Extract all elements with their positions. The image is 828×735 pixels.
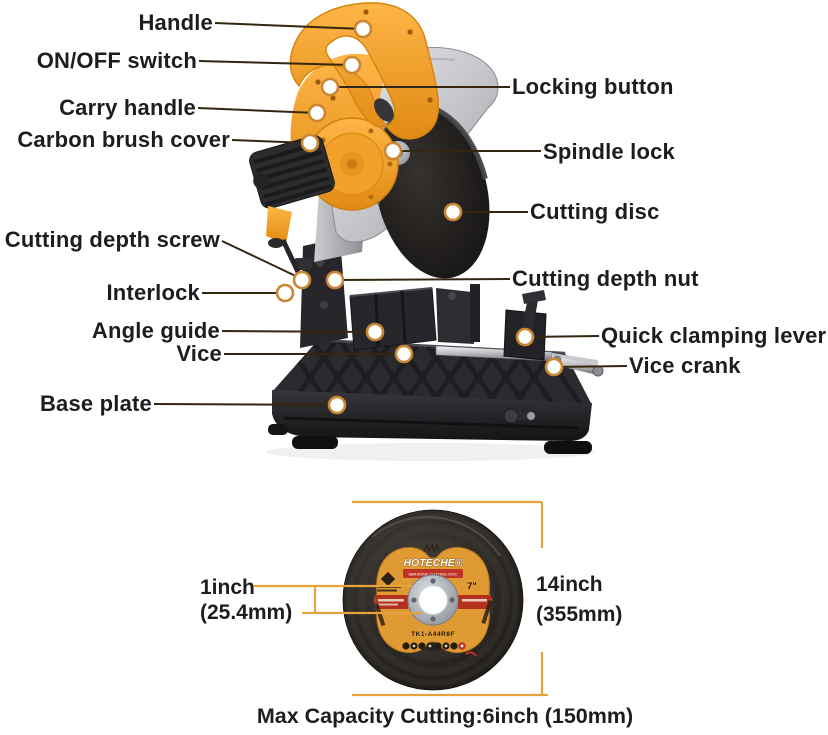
callout-dot-spindle-lock (383, 141, 403, 161)
dim-diameter-value-inch: 14inch (536, 573, 603, 596)
foot-left (292, 436, 338, 449)
dim-bore-value-inch: 1inch (200, 576, 255, 599)
crank-bar (551, 356, 600, 375)
label-logo-mark (423, 543, 440, 553)
callout-dot-cutting-depth-screw (292, 270, 312, 290)
label-carry-handle: Carry handle (59, 95, 196, 120)
label-carbon-brush-cover: Carbon brush cover (17, 127, 230, 152)
callout-dot-cutting-depth-nut (325, 270, 345, 290)
label-cutting-depth-nut: Cutting depth nut (512, 266, 699, 291)
leader-handle (214, 22, 364, 30)
callout-dot-carbon-brush-cover (300, 133, 320, 153)
leader-angle-guide (221, 330, 376, 333)
red-stripe-left (375, 595, 408, 609)
callout-dot-interlock (275, 283, 295, 303)
label-interlock: Interlock (106, 280, 200, 305)
dim-bore-value-mm: (25.4mm) (200, 601, 293, 624)
dimension-lines (254, 500, 548, 697)
flange-bolts (411, 578, 455, 622)
callout-dot-base-plate (327, 395, 347, 415)
callout-dot-handle (353, 19, 373, 39)
spout-tip (268, 238, 284, 248)
label-side-mark-left (374, 603, 386, 627)
leader-carry-handle (197, 107, 318, 114)
foot-left-rear (268, 424, 288, 435)
dim-diameter-value-mm: (355mm) (536, 603, 623, 626)
base-front (272, 390, 592, 441)
disc-rim-highlight (371, 516, 501, 557)
jaw-bolt (448, 292, 456, 300)
fence-slot-2 (400, 290, 407, 344)
base-knob (503, 408, 519, 424)
disc-bore-hole (418, 585, 448, 615)
lead-screw (552, 353, 598, 366)
fixed-jaw (436, 288, 474, 344)
depth-screw-rod (280, 238, 301, 274)
stripe-mark-3 (462, 599, 487, 602)
label-on-off-switch: ON/OFF switch (36, 48, 197, 73)
leader-vice-crank (553, 365, 628, 368)
disc-banner-text: ABRASIVE CUTTING DISC (408, 572, 458, 577)
ground-shadow (265, 443, 595, 461)
fence-edge (349, 287, 433, 297)
handle-shape (289, 2, 440, 140)
callout-dot-on-off-switch (342, 55, 362, 75)
leader-base-plate (153, 403, 338, 406)
red-stripe-right (458, 595, 491, 609)
stripe-mark-2 (378, 603, 398, 606)
label-vice: Vice (176, 341, 222, 366)
label-cutting-disc: Cutting disc (530, 199, 660, 224)
leader-carbon-brush-cover (231, 139, 311, 144)
callout-dots (275, 19, 564, 415)
leader-quick-clamping-lever (524, 335, 600, 338)
callout-dot-vice (394, 344, 414, 364)
label-quick-clamping-lever: Quick clamping lever (601, 323, 827, 348)
max-capacity-caption: Max Capacity Cutting:6inch (150mm) (256, 704, 634, 728)
label-fineprint-2 (377, 589, 397, 592)
cert-diamond (380, 571, 396, 587)
label-base-plate: Base plate (39, 391, 152, 416)
leader-cutting-depth-screw (221, 240, 303, 280)
interlock-bracket (294, 258, 312, 270)
label-cutting-depth-screw: Cutting depth screw (4, 227, 220, 252)
disc-code: TK1-A44R8F (411, 631, 455, 638)
disc-size-mark: 7" (467, 581, 477, 592)
chop-saw-illustration (249, 2, 604, 461)
foot-right (544, 441, 592, 454)
disc-brand: HOTECHE® (403, 557, 462, 569)
crank-cap (592, 365, 604, 377)
trigger (374, 98, 394, 122)
upright-bolt-2 (320, 301, 328, 309)
callout-dot-vice-crank (544, 357, 564, 377)
stripe-mark-1 (378, 599, 404, 602)
carbon-brush-cover-shape (249, 135, 335, 209)
angle-guide-fence (349, 287, 437, 351)
label-locking-button: Locking button (512, 74, 674, 99)
base-knob-tip (527, 412, 535, 420)
label-handle: Handle (138, 10, 213, 35)
disc-banner-bg (403, 569, 463, 578)
callout-dot-cutting-disc (443, 202, 463, 222)
label-vice-crank: Vice crank (629, 353, 741, 378)
base-groove (283, 416, 579, 430)
leader-on-off-switch (198, 60, 353, 66)
cutting-disc-figure: HOTECHE® ABRASIVE CUTTING DISC 7" TK1-A4… (342, 509, 524, 691)
clamp-lever-flag (522, 290, 546, 304)
gear-case-bolt (347, 159, 357, 169)
stop-plate (470, 284, 480, 342)
leader-lines (153, 22, 628, 406)
label-spindle-lock: Spindle lock (543, 139, 675, 164)
label-icon-row (402, 642, 477, 657)
label-angle-guide: Angle guide (91, 318, 220, 343)
callout-dot-carry-handle (307, 103, 327, 123)
callout-dot-quick-clamping-lever (515, 327, 535, 347)
spout (266, 206, 292, 244)
leader-cutting-depth-nut (334, 278, 511, 281)
label-side-mark-right (481, 599, 493, 625)
callout-dot-locking-button (320, 77, 340, 97)
callout-dot-angle-guide (365, 322, 385, 342)
